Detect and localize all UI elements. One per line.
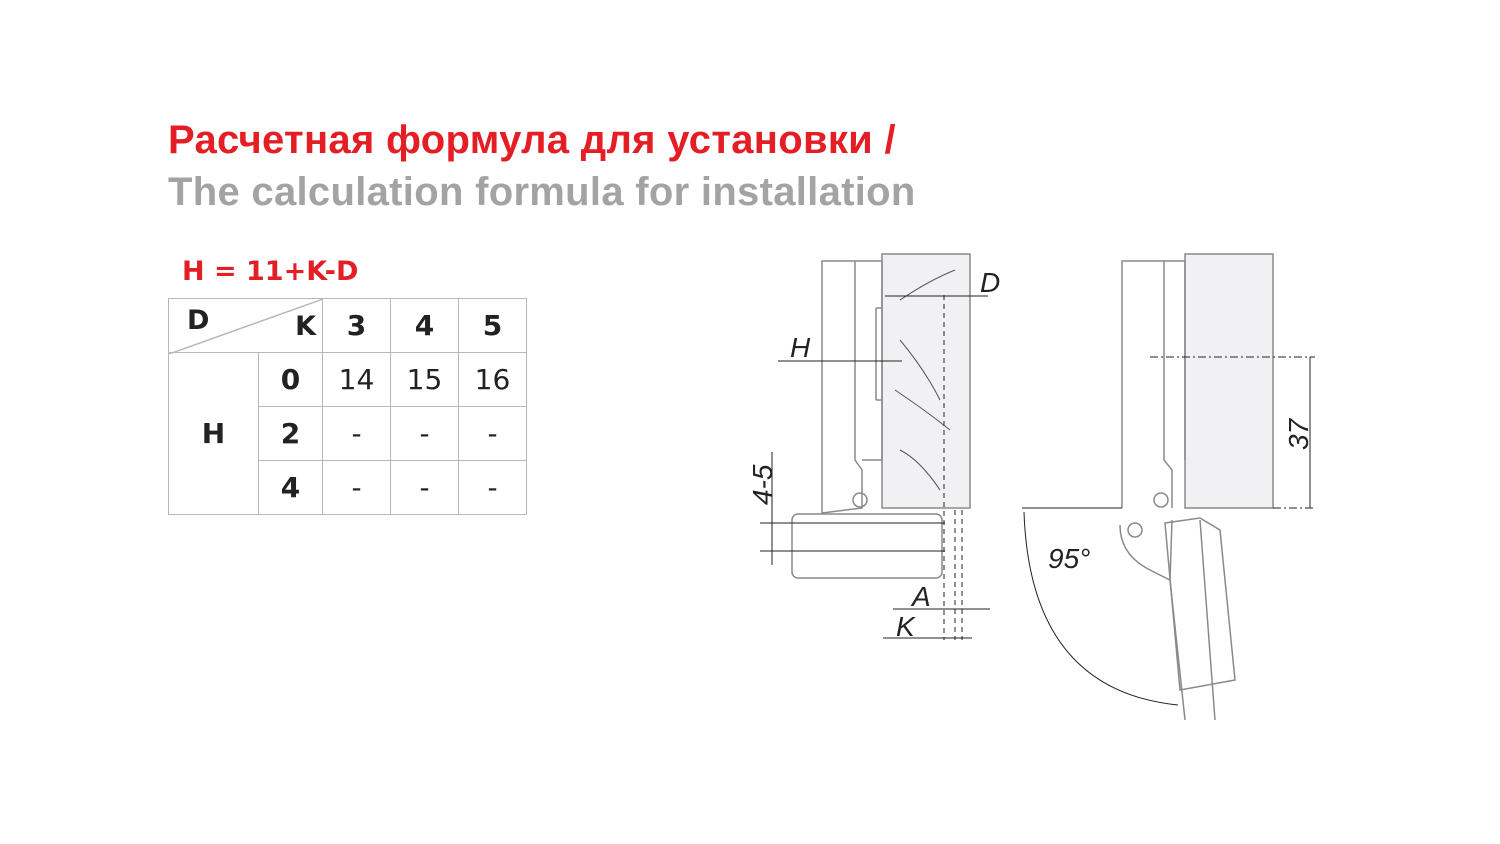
title-russian: Расчетная формула для установки / (168, 118, 896, 162)
h-value: - (390, 460, 459, 515)
hinge-pivot-2 (1127, 522, 1143, 538)
hinge-plate (1164, 260, 1186, 460)
h-value: 15 (390, 352, 459, 407)
table-header-row: D K 3 4 5 (168, 298, 527, 354)
title-english: The calculation formula for installation (168, 170, 916, 214)
label-37: 37 (1283, 417, 1314, 450)
label-h: H (790, 332, 811, 363)
h-value: - (322, 406, 391, 461)
label-a: A (910, 581, 931, 612)
hinge-arm (1121, 260, 1173, 508)
door-panel (881, 253, 971, 509)
h-value: - (458, 406, 527, 461)
row-group-h: H (168, 352, 259, 515)
h-value: 16 (458, 352, 527, 407)
hinge-pivot (852, 492, 868, 508)
label-k: K (896, 611, 916, 642)
open-door-edge (1169, 519, 1216, 721)
table-row: 2 - - - (169, 406, 527, 461)
door-panel (1184, 253, 1274, 509)
formula: H = 11+K-D (182, 256, 359, 287)
dimension-gap (760, 452, 945, 565)
angle-arc (1023, 511, 1179, 706)
corner-k-label: K (295, 311, 316, 342)
dimension-a-k (883, 608, 990, 639)
mounting-plate (1164, 517, 1236, 691)
table-row: 4 - - - (169, 460, 527, 515)
h-value: - (390, 406, 459, 461)
calculation-table: D K 3 4 5 H 0 14 15 16 2 - - - 4 - - - (168, 298, 527, 515)
k-value: 0 (258, 352, 323, 407)
hinge-pivot (1153, 492, 1169, 508)
h-value: - (458, 460, 527, 515)
label-gap: 4-5 (747, 464, 778, 505)
h-value: 14 (322, 352, 391, 407)
corner-d-label: D (187, 305, 210, 336)
table-row: H 0 14 15 16 (168, 352, 527, 515)
diagonal-line (169, 299, 323, 354)
mounting-plate (791, 513, 943, 579)
hinge-cup (875, 307, 882, 401)
k-value: 4 (258, 460, 323, 515)
corner-cell: D K (168, 298, 323, 354)
hinge-arm (821, 260, 863, 514)
label-d: D (980, 267, 1000, 298)
closed-hinge-view: D H 4-5 A K (747, 253, 1000, 642)
door-texture (894, 269, 956, 491)
open-hinge-view: 95° 37 (1022, 253, 1315, 721)
label-angle: 95° (1048, 543, 1090, 574)
